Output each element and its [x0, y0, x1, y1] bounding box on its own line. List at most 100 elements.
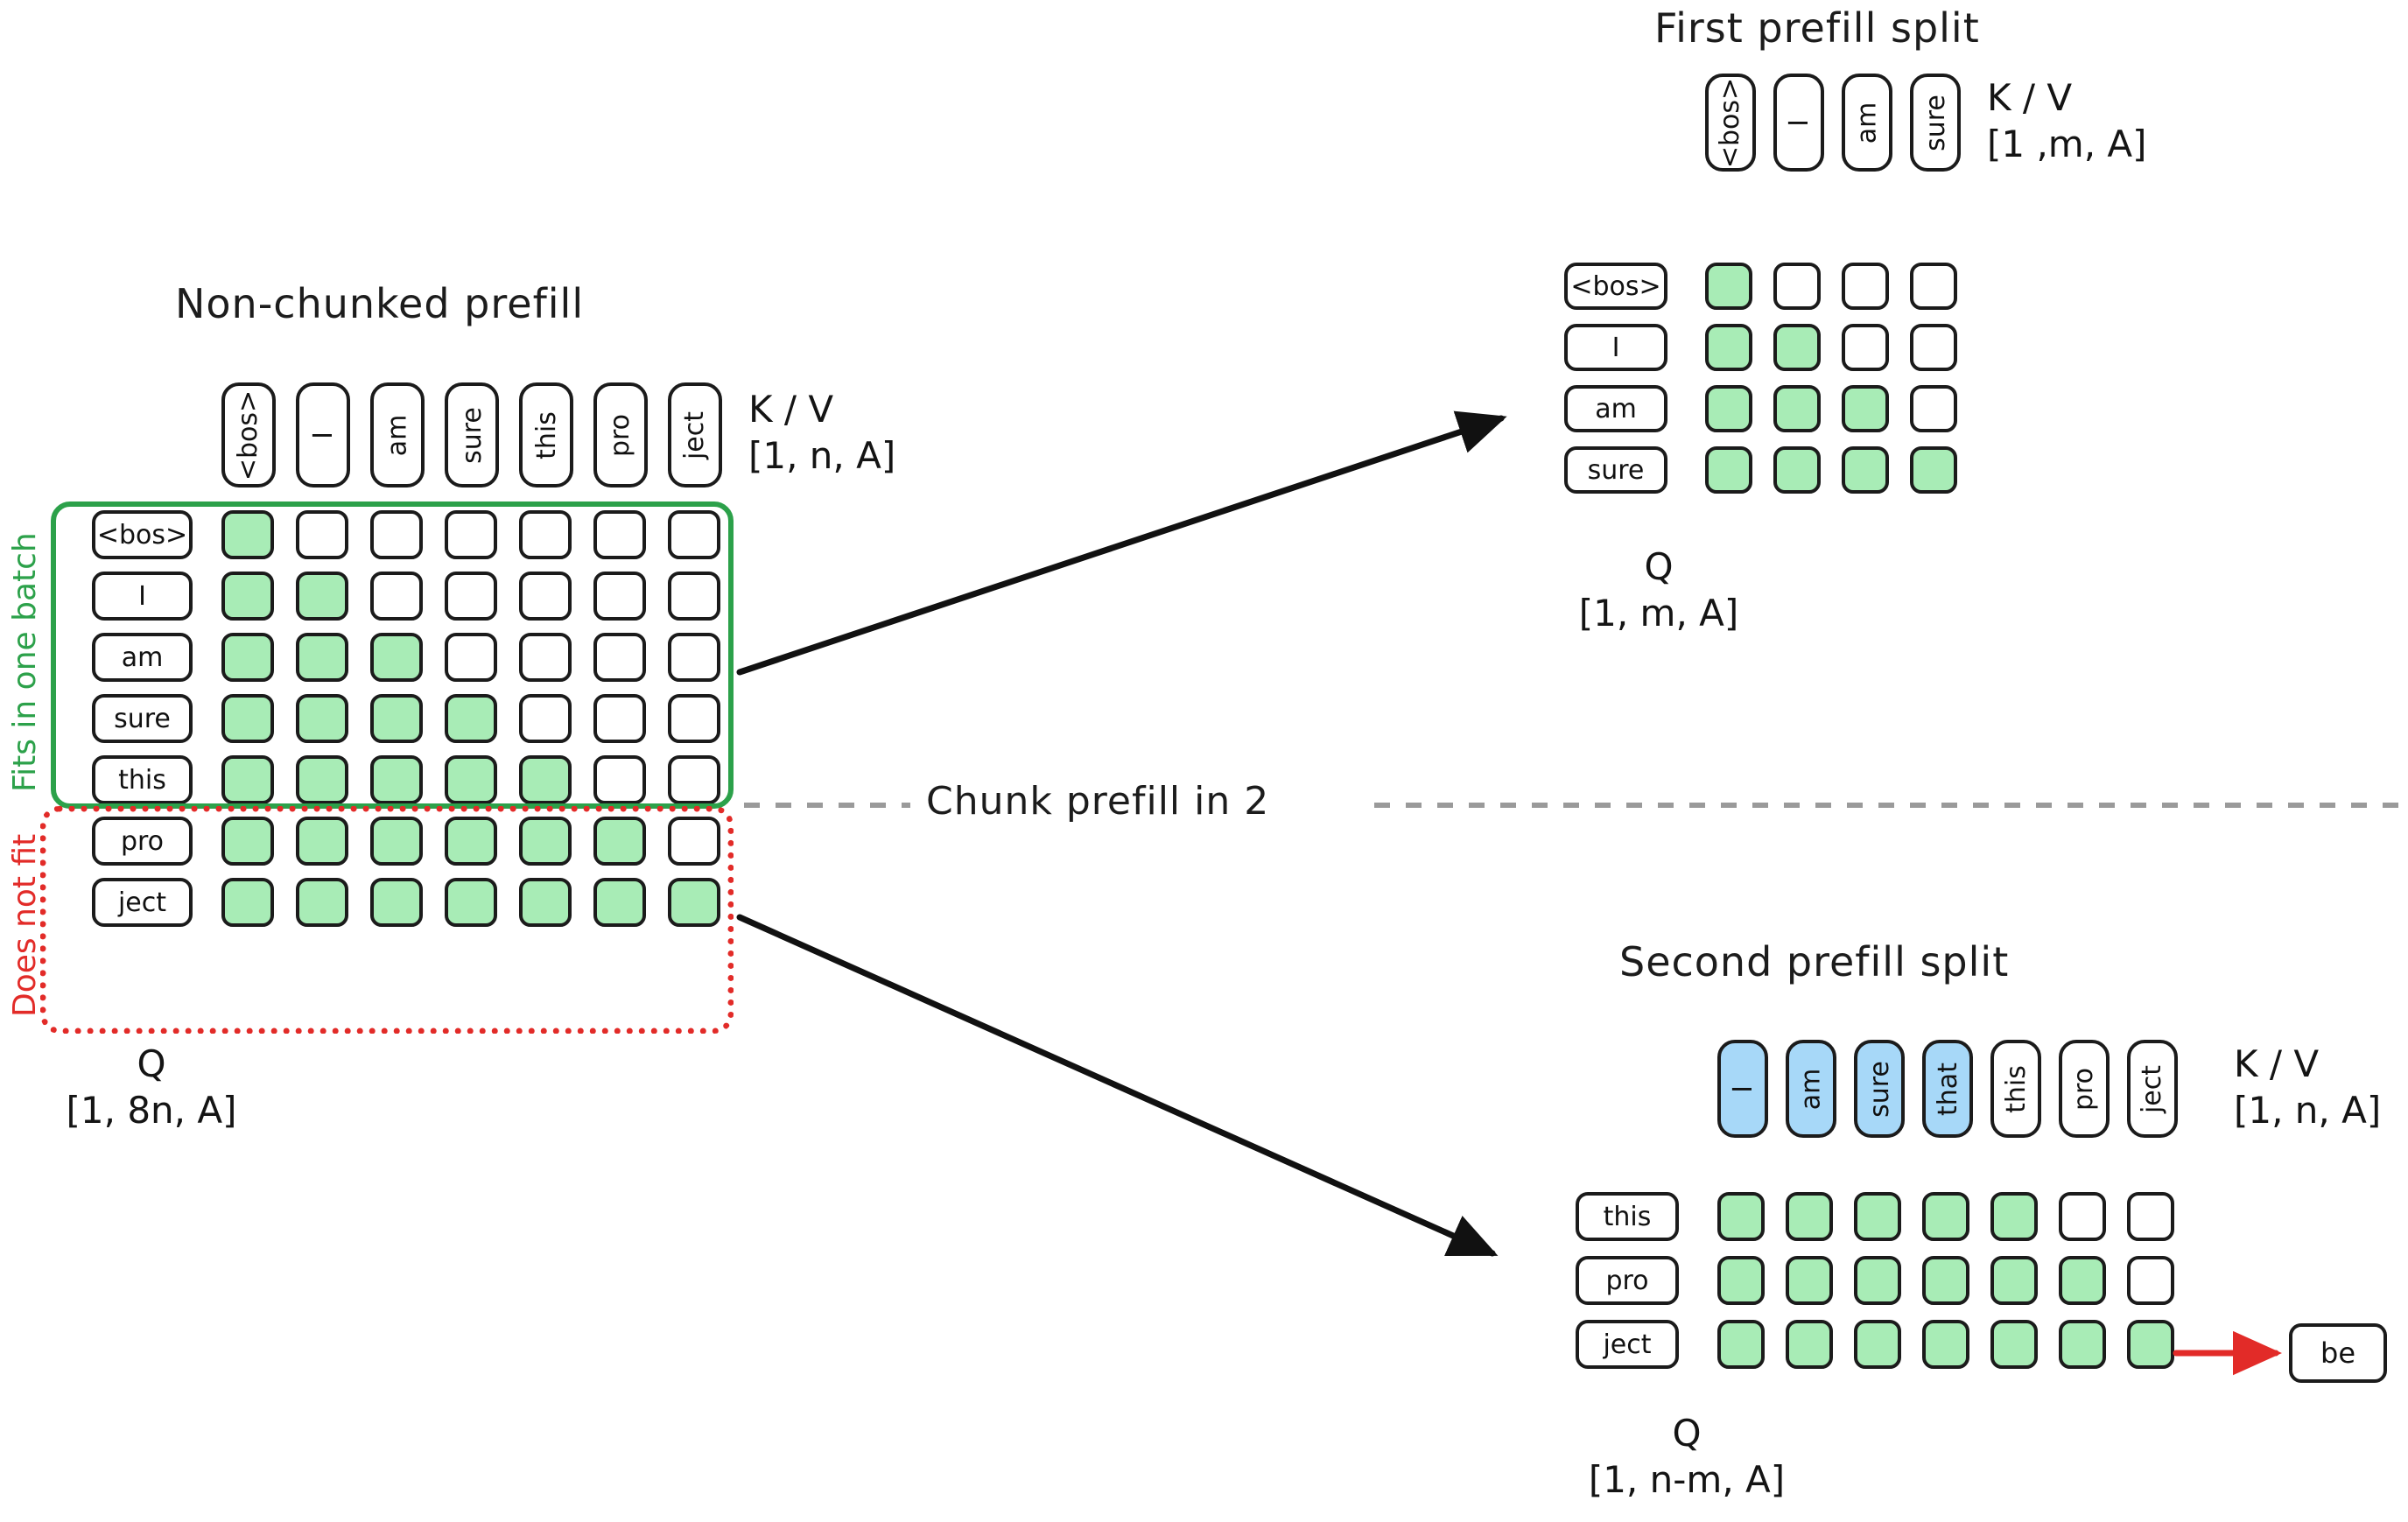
main-column-header: <bos>	[221, 382, 276, 487]
main-column-header-label: sure	[456, 406, 488, 464]
main-column-header-label: <bos>	[233, 389, 264, 480]
main-cell	[593, 755, 646, 804]
first-split-row-header: sure	[1564, 446, 1667, 494]
main-cell	[370, 633, 423, 682]
first-split-kv-label: K / V [1 ,m, A]	[1987, 75, 2147, 167]
second-split-q-label: Q [1, n-m, A]	[1499, 1411, 1875, 1503]
second-split-column-header-label: sure	[1864, 1060, 1895, 1118]
main-cell	[593, 694, 646, 743]
second-split-kv-label: K / V [1, n, A]	[2234, 1042, 2381, 1133]
main-row-header: pro	[92, 817, 193, 866]
second-split-cell	[2059, 1320, 2106, 1369]
second-split-cell	[1786, 1256, 1833, 1305]
second-split-cell	[1786, 1320, 1833, 1369]
second-split-column-header: that	[1922, 1040, 1973, 1138]
second-split-cell	[1854, 1256, 1901, 1305]
main-cell	[221, 694, 274, 743]
main-cell	[519, 510, 572, 559]
main-cell	[296, 755, 348, 804]
main-cell	[296, 510, 348, 559]
main-cell	[445, 817, 497, 866]
first-split-cell	[1773, 324, 1821, 371]
second-split-cell	[1990, 1192, 2038, 1241]
second-split-cell	[1990, 1256, 2038, 1305]
main-kv-label-line1: K / V	[748, 388, 834, 431]
first-split-column-header: sure	[1910, 74, 1961, 172]
main-column-header-label: ject	[679, 410, 711, 459]
first-split-cell	[1910, 385, 1957, 432]
main-cell	[445, 633, 497, 682]
second-split-column-header: ject	[2127, 1040, 2178, 1138]
first-split-cell	[1773, 385, 1821, 432]
first-split-column-header-label: sure	[1920, 94, 1951, 151]
main-cell	[221, 878, 274, 927]
main-cell	[445, 572, 497, 621]
second-split-column-header-label: pro	[2068, 1067, 2100, 1111]
main-cell	[445, 878, 497, 927]
first-split-kv-label-line1: K / V	[1987, 76, 2073, 119]
second-split-q-label-line2: [1, n-m, A]	[1588, 1457, 1786, 1501]
first-split-cell	[1705, 324, 1752, 371]
first-split-q-label-line1: Q	[1644, 545, 1674, 588]
main-cell	[296, 572, 348, 621]
first-split-column-header: I	[1773, 74, 1824, 172]
main-cell	[296, 633, 348, 682]
main-row-header: am	[92, 633, 193, 682]
second-split-column-header: pro	[2059, 1040, 2110, 1138]
main-column-header: this	[519, 382, 573, 487]
main-cell	[668, 572, 720, 621]
main-cell	[221, 572, 274, 621]
main-column-header: ject	[668, 382, 722, 487]
first-split-cell	[1842, 446, 1889, 494]
main-cell	[593, 878, 646, 927]
second-split-cell	[2059, 1192, 2106, 1241]
second-split-column-header: am	[1786, 1040, 1836, 1138]
second-split-column-header-label: I	[1727, 1084, 1759, 1093]
main-column-header: pro	[593, 382, 648, 487]
main-row-header: sure	[92, 694, 193, 743]
second-split-cell	[1717, 1192, 1765, 1241]
main-cell	[668, 755, 720, 804]
main-cell	[519, 755, 572, 804]
main-column-header-label: pro	[605, 413, 636, 457]
main-cell	[370, 510, 423, 559]
main-column-header-label: I	[307, 431, 339, 439]
second-split-column-header: I	[1717, 1040, 1768, 1138]
main-cell	[445, 694, 497, 743]
main-cell	[519, 878, 572, 927]
main-q-label-line1: Q	[137, 1042, 166, 1085]
first-split-cell	[1773, 446, 1821, 494]
main-cell	[370, 755, 423, 804]
main-cell	[519, 633, 572, 682]
second-split-cell	[1922, 1256, 1969, 1305]
main-cell	[370, 572, 423, 621]
main-column-header-label: am	[382, 414, 413, 456]
first-split-row-header: am	[1564, 385, 1667, 432]
second-split-kv-label-line2: [1, n, A]	[2234, 1088, 2382, 1132]
second-split-column-header: this	[1990, 1040, 2041, 1138]
main-cell	[519, 572, 572, 621]
main-row-header: I	[92, 572, 193, 621]
main-cell	[221, 633, 274, 682]
main-cell	[668, 633, 720, 682]
main-cell	[668, 694, 720, 743]
second-split-cell	[1854, 1192, 1901, 1241]
first-split-cell	[1842, 263, 1889, 310]
main-cell	[519, 817, 572, 866]
arrow-to-second-split	[736, 914, 1499, 1257]
first-split-title: First prefill split	[1654, 4, 1980, 52]
first-split-cell	[1910, 324, 1957, 371]
main-column-header: I	[296, 382, 350, 487]
main-panel-title: Non-chunked prefill	[175, 280, 585, 327]
second-split-row-header: ject	[1576, 1320, 1679, 1369]
main-row-header: this	[92, 755, 193, 804]
main-cell	[221, 755, 274, 804]
first-split-row-header: <bos>	[1564, 263, 1667, 310]
first-split-cell	[1705, 385, 1752, 432]
second-split-cell	[1922, 1320, 1969, 1369]
second-split-cell	[2127, 1320, 2174, 1369]
first-split-cell	[1773, 263, 1821, 310]
first-split-column-header: am	[1842, 74, 1892, 172]
second-split-column-header-label: am	[1795, 1068, 1827, 1110]
second-split-column-header-label: that	[1932, 1062, 1963, 1116]
